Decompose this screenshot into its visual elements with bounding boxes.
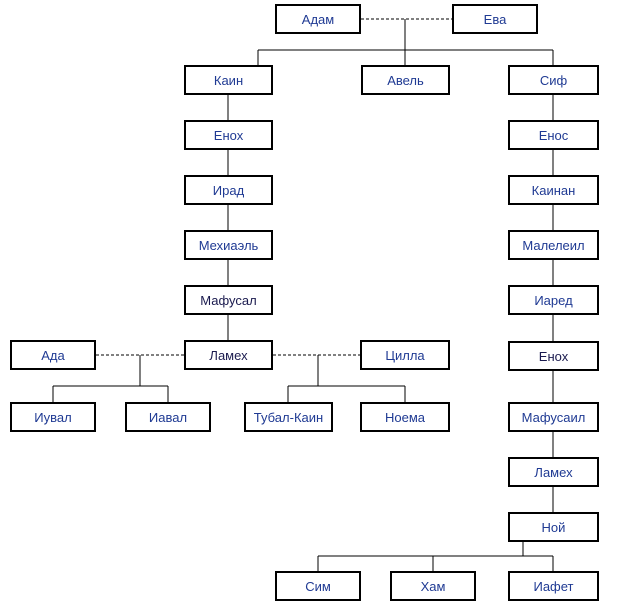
person-enoh[interactable]: Енох: [184, 120, 273, 150]
person-ham[interactable]: Хам: [390, 571, 476, 601]
person-irad[interactable]: Ирад: [184, 175, 273, 205]
person-avel[interactable]: Авель: [361, 65, 450, 95]
person-sim[interactable]: Сим: [275, 571, 361, 601]
person-eva[interactable]: Ева: [452, 4, 538, 34]
person-cilla[interactable]: Цилла: [360, 340, 450, 370]
person-kainan[interactable]: Каинан: [508, 175, 599, 205]
person-lameh-sif-line[interactable]: Ламех: [508, 457, 599, 487]
person-sif[interactable]: Сиф: [508, 65, 599, 95]
person-lameh[interactable]: Ламех: [184, 340, 273, 370]
person-iared[interactable]: Иаред: [508, 285, 599, 315]
person-mafusail[interactable]: Мафусаил: [508, 402, 599, 432]
person-mehiael[interactable]: Мехиаэль: [184, 230, 273, 260]
person-iuval[interactable]: Иувал: [10, 402, 96, 432]
person-maleleil[interactable]: Малелеил: [508, 230, 599, 260]
person-enos[interactable]: Енос: [508, 120, 599, 150]
person-tubal-kain[interactable]: Тубал-Каин: [244, 402, 333, 432]
person-mafusal[interactable]: Мафусал: [184, 285, 273, 315]
person-noy[interactable]: Ной: [508, 512, 599, 542]
person-enoh-sif-line[interactable]: Енох: [508, 341, 599, 371]
person-iafet[interactable]: Иафет: [508, 571, 599, 601]
person-adam[interactable]: Адам: [275, 4, 361, 34]
person-noema[interactable]: Ноема: [360, 402, 450, 432]
person-ada[interactable]: Ада: [10, 340, 96, 370]
person-kain[interactable]: Каин: [184, 65, 273, 95]
person-iaval[interactable]: Иавал: [125, 402, 211, 432]
